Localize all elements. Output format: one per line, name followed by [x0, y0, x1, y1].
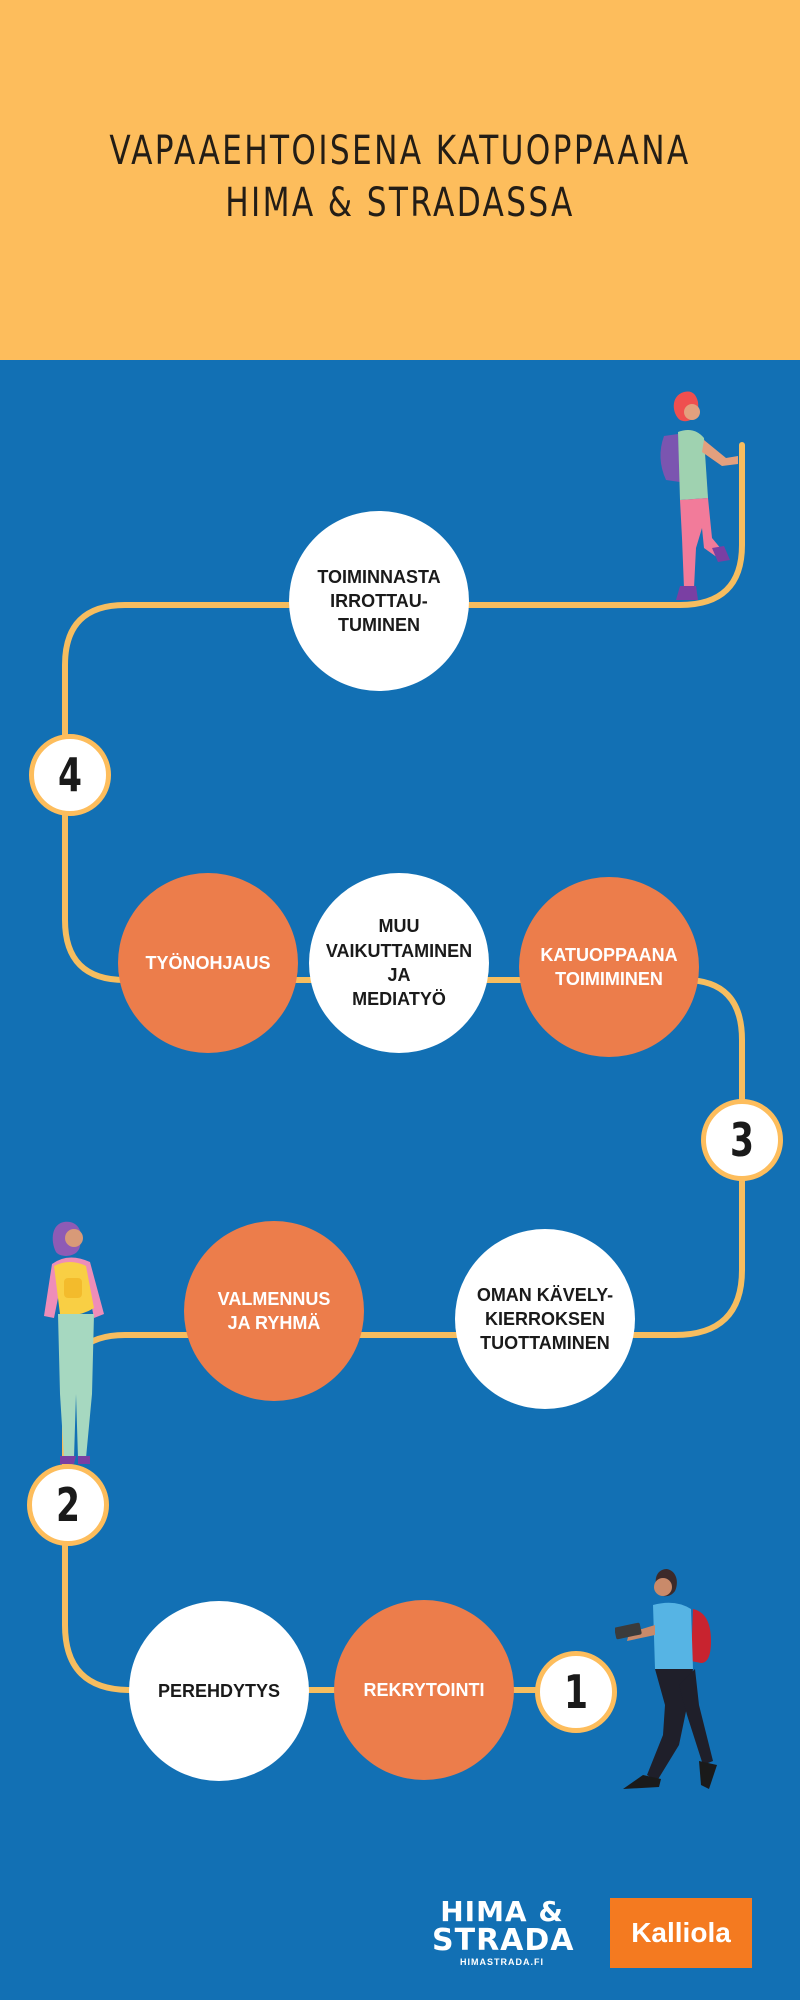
step-number-2: 2 [27, 1464, 109, 1546]
step-tyonohjaus: TYÖNOHJAUS [118, 873, 298, 1053]
step-number-3: 3 [701, 1099, 783, 1181]
header-banner: VAPAAEHTOISENA KATUOPPAANA HIMA & STRADA… [0, 0, 800, 360]
step-valmennus: VALMENNUS JA RYHMÄ [184, 1221, 364, 1401]
step-muu-vaikuttaminen: MUU VAIKUTTAMINEN JA MEDIATYÖ [309, 873, 489, 1053]
step-perehdytys: PEREHDYTYS [129, 1601, 309, 1781]
step-number-1: 1 [535, 1651, 617, 1733]
page-title-line-2: HIMA & STRADASSA [225, 180, 575, 226]
step-number-4: 4 [29, 734, 111, 816]
step-irrottautuminen: TOIMINNASTA IRROTTAU- TUMINEN [289, 511, 469, 691]
page-title-line-1: VAPAAEHTOISENA KATUOPPAANA [109, 128, 691, 174]
climbing-woman-illustration [660, 391, 738, 600]
step-katuoppaana: KATUOPPAANA TOIMIMINEN [519, 877, 699, 1057]
walking-man-illustration [615, 1569, 717, 1789]
hima-logo-url: HIMASTRADA.FI [460, 1957, 544, 1967]
backpack-woman-illustration [44, 1221, 104, 1464]
hima-strada-logo: HIMA & STRADA HIMASTRADA.FI [432, 1895, 575, 1968]
step-kavelykierros: OMAN KÄVELY- KIERROKSEN TUOTTAMINEN [455, 1229, 635, 1409]
hima-logo-line1: HIMA & [440, 1895, 564, 1928]
step-rekrytointi: REKRYTOINTI [334, 1600, 514, 1780]
hima-logo-line2: STRADA [432, 1923, 575, 1958]
kalliola-logo: Kalliola [610, 1898, 752, 1968]
